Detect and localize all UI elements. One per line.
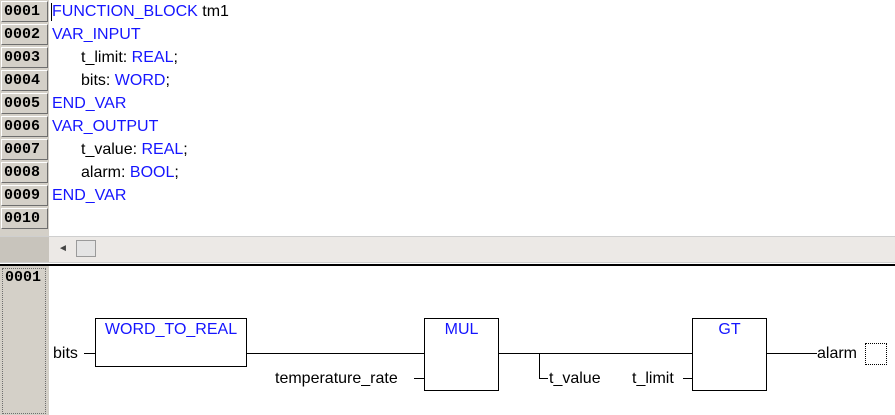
pane-splitter[interactable] [0,264,895,266]
line-number: 0002 [1,24,48,45]
type-keyword: REAL [141,141,184,158]
output-label-alarm[interactable]: alarm [817,345,858,362]
wire [683,378,693,379]
wire [414,378,425,379]
network-number[interactable]: 0001 [2,268,46,414]
network-gutter: 0001 [0,266,49,415]
line-number: 0004 [1,70,48,91]
line-number: 0007 [1,139,48,160]
keyword: VAR_INPUT [52,26,141,43]
line-number: 0008 [1,162,48,183]
gt-block[interactable]: GT [692,318,767,391]
block-title: WORD_TO_REAL [104,321,238,338]
input-label-temperature-rate[interactable]: temperature_rate [275,370,398,387]
keyword: VAR_OUTPUT [52,118,159,135]
line-number: 0005 [1,93,48,114]
variable-name: alarm: [81,164,130,181]
text-caret [51,3,52,21]
keyword: FUNCTION_BLOCK [52,3,198,20]
wire [84,353,96,354]
wire [539,378,548,379]
scroll-thumb[interactable] [76,240,96,257]
wire [247,353,425,354]
mul-block[interactable]: MUL [424,318,499,391]
code-line[interactable]: t_value: REAL; [81,138,188,161]
type-keyword: REAL [131,49,174,66]
wire [767,353,817,354]
code-line[interactable]: VAR_OUTPUT [52,115,158,138]
wire [539,353,540,379]
output-label-t-value[interactable]: t_value [549,370,601,387]
code-line[interactable]: alarm: BOOL; [81,161,179,184]
semicolon: ; [174,164,179,181]
line-number: 0006 [1,116,48,137]
code-line[interactable]: VAR_INPUT [52,23,141,46]
scrollbar-gutter-corner [0,237,49,262]
type-keyword: WORD [114,72,166,89]
semicolon: ; [165,72,170,89]
variable-name: t_value: [81,141,142,158]
input-label-bits[interactable]: bits [53,345,78,362]
line-number: 0009 [1,185,48,206]
variable-name: bits: [81,72,115,89]
code-line[interactable]: END_VAR [52,92,126,115]
input-label-t-limit[interactable]: t_limit [632,370,674,387]
scroll-left-arrow-icon[interactable]: ◄ [58,243,68,254]
type-keyword: BOOL [129,164,175,181]
line-number: 0001 [1,1,48,22]
block-title: GT [718,321,741,338]
line-number-gutter: 0001 0002 0003 0004 0005 0006 0007 0008 … [0,0,49,236]
wire [499,353,693,354]
identifier: tm1 [197,3,229,20]
keyword: END_VAR [52,187,127,204]
code-line[interactable]: FUNCTION_BLOCK tm1 [52,0,229,23]
code-line[interactable]: t_limit: REAL; [81,46,178,69]
code-line[interactable]: END_VAR [52,184,126,207]
line-number: 0003 [1,47,48,68]
line-number: 0010 [1,208,48,229]
output-placeholder-box[interactable] [865,343,887,365]
semicolon: ; [173,49,178,66]
word-to-real-block[interactable]: WORD_TO_REAL [95,318,247,367]
horizontal-scrollbar[interactable]: ◄ [0,236,895,263]
semicolon: ; [183,141,188,158]
code-line[interactable]: bits: WORD; [81,69,170,92]
declaration-editor[interactable]: 0001 0002 0003 0004 0005 0006 0007 0008 … [0,0,895,238]
variable-name: t_limit: [81,49,132,66]
keyword: END_VAR [52,95,127,112]
block-title: MUL [444,321,479,338]
